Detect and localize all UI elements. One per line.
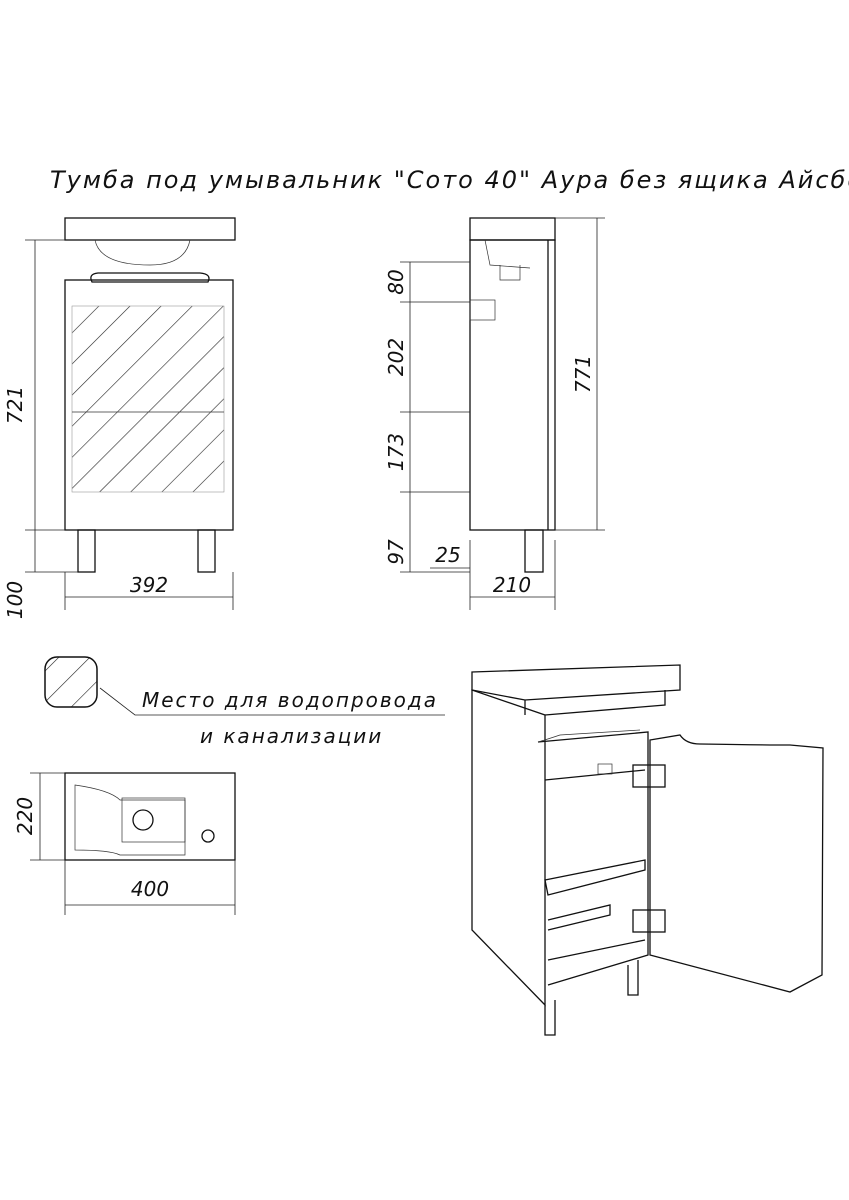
top-depth-label: 220	[13, 797, 37, 835]
legend-line1: Место для водопровода	[142, 688, 438, 712]
drawing-title: Тумба под умывальник "Сото 40" Аура без …	[50, 166, 849, 194]
side-total-height-label: 771	[571, 355, 595, 393]
side-dim-173: 173	[384, 433, 408, 471]
front-leg-height-label: 100	[3, 581, 27, 619]
front-width-label: 392	[130, 573, 168, 597]
top-width-label: 400	[131, 877, 169, 901]
side-depth-label: 210	[493, 573, 531, 597]
side-dim-202: 202	[384, 338, 408, 376]
side-dim-97: 97	[384, 539, 408, 565]
hatch-swatch	[44, 656, 98, 708]
isometric-view	[471, 664, 824, 1036]
legend-line2: и канализации	[200, 724, 383, 748]
legend	[44, 656, 445, 716]
front-height-label: 721	[3, 386, 27, 424]
side-leg-offset-label: 25	[435, 543, 460, 567]
top-view	[30, 772, 236, 915]
side-dim-80: 80	[384, 269, 408, 294]
front-view	[25, 217, 236, 610]
side-view	[400, 217, 605, 610]
